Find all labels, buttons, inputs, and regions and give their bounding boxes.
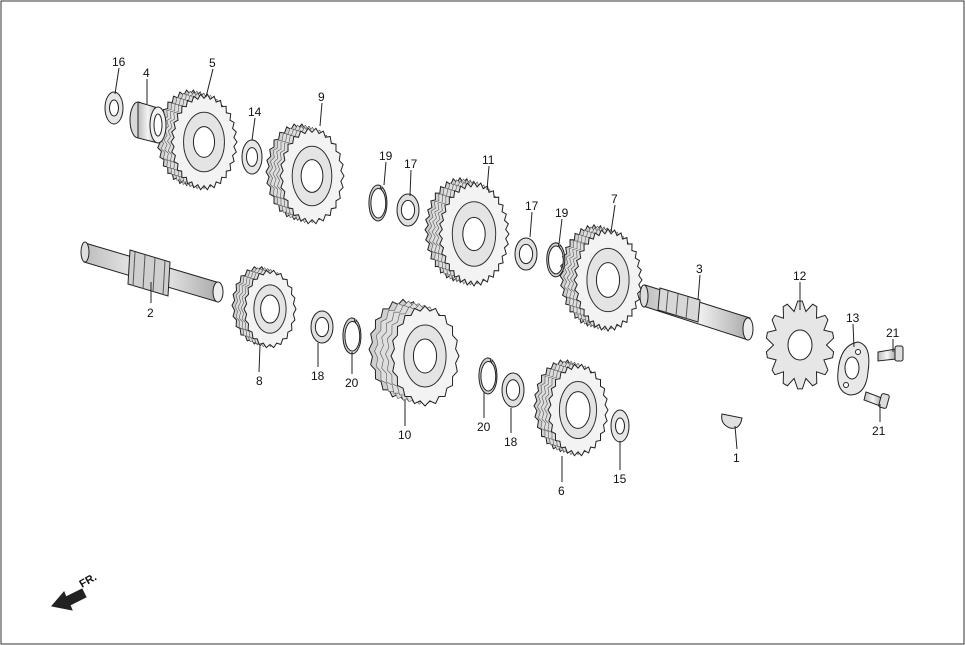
label-13: 13 (846, 311, 860, 325)
label-2: 2 (147, 306, 154, 320)
label-11: 11 (482, 153, 495, 167)
circlip-20-right (478, 357, 498, 395)
label-20-right: 20 (477, 420, 491, 434)
bolt-21-upper (877, 345, 904, 362)
bolt-21-lower (863, 391, 890, 409)
part-labels: 16 4 5 14 9 19 17 11 17 19 7 3 12 13 21 … (78, 55, 900, 591)
spline-washer-17-lower (514, 237, 538, 271)
gear-5 (156, 89, 238, 191)
label-15: 16 (112, 55, 126, 69)
circlip-20-left (342, 317, 362, 355)
label-18-right: 18 (504, 435, 518, 449)
label-21-upper: 21 (886, 326, 900, 340)
label-20-left: 20 (345, 376, 359, 390)
arrow-icon (51, 588, 87, 611)
label-5: 5 (209, 56, 216, 70)
gear-11 (424, 176, 510, 287)
gear-8 (231, 266, 297, 349)
front-direction-arrow (51, 588, 87, 611)
key-1 (721, 413, 743, 429)
spline-washer-18-left (310, 310, 334, 344)
circlip-19-upper (368, 184, 388, 222)
washer-16 (610, 409, 630, 443)
label-10: 10 (398, 428, 412, 442)
label-7: 7 (611, 192, 618, 206)
label-21-lower: 21 (872, 424, 886, 438)
rings-layer (104, 91, 630, 443)
gear-10 (368, 298, 460, 407)
label-4: 4 (143, 66, 150, 80)
leader-lines (114, 67, 894, 482)
gears-layer (156, 89, 643, 457)
bushing-4 (129, 101, 167, 144)
label-18-left: 18 (311, 369, 325, 383)
label-19-upper: 19 (379, 149, 393, 163)
label-9: 9 (318, 90, 325, 104)
label-8: 8 (256, 374, 263, 388)
washer-15 (104, 91, 124, 125)
label-19-lower: 19 (555, 206, 569, 220)
fixing-plate-13 (837, 341, 870, 396)
drive-sprocket-12 (765, 300, 835, 390)
label-17-lower: 17 (525, 199, 539, 213)
gear-6 (533, 359, 609, 457)
label-3: 3 (696, 262, 703, 276)
label-12: 12 (793, 269, 807, 283)
gear-7 (559, 223, 643, 332)
washer-14 (241, 139, 263, 175)
label-17-upper: 17 (404, 157, 418, 171)
spline-washer-17-upper (396, 193, 420, 227)
label-16: 15 (613, 472, 627, 486)
counter-shaft-3 (639, 284, 754, 341)
label-6: 6 (558, 484, 565, 498)
gear-9 (265, 123, 345, 225)
label-1: 1 (733, 451, 740, 465)
label-14: 14 (248, 105, 262, 119)
spline-washer-18-right (501, 372, 525, 408)
main-shaft-2 (80, 241, 224, 303)
